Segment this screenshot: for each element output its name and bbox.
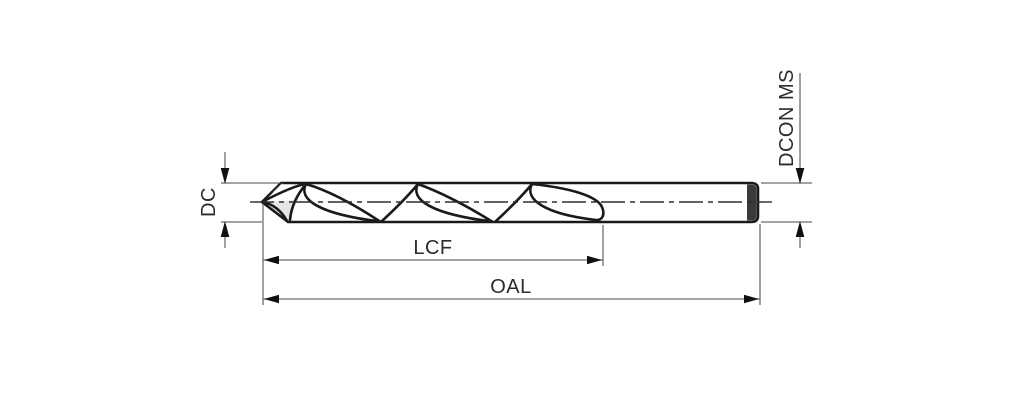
oal-arrow-left-icon bbox=[264, 294, 279, 304]
dc-arrow-up-icon bbox=[220, 221, 230, 237]
dcon-arrow-down-icon bbox=[795, 168, 805, 184]
dcon-ms-label: DCON MS bbox=[776, 69, 798, 167]
flute-spiral-1 bbox=[303, 182, 382, 223]
dimension-dcon-ms: DCON MS bbox=[761, 69, 812, 248]
oal-arrow-right-icon bbox=[744, 294, 759, 304]
flute-connector-2 bbox=[380, 182, 420, 223]
drill-bit-illustration bbox=[250, 181, 772, 224]
lcf-arrow-right-icon bbox=[587, 255, 602, 265]
dimension-oal: OAL bbox=[263, 224, 761, 305]
dcon-arrow-up-icon bbox=[795, 221, 805, 237]
flute-edge-from-tip bbox=[260, 182, 308, 204]
dimension-lcf: LCF bbox=[262, 204, 604, 305]
lcf-arrow-left-icon bbox=[264, 255, 279, 265]
dc-arrow-down-icon bbox=[220, 168, 230, 184]
tip-chisel-edge bbox=[261, 191, 273, 203]
dc-label: DC bbox=[198, 187, 220, 217]
flute-spiral-3 bbox=[529, 182, 605, 222]
dimension-dc: DC bbox=[198, 152, 279, 248]
flute-spiral-2 bbox=[415, 182, 494, 223]
oal-label: OAL bbox=[490, 276, 532, 298]
lcf-label: LCF bbox=[413, 237, 452, 259]
